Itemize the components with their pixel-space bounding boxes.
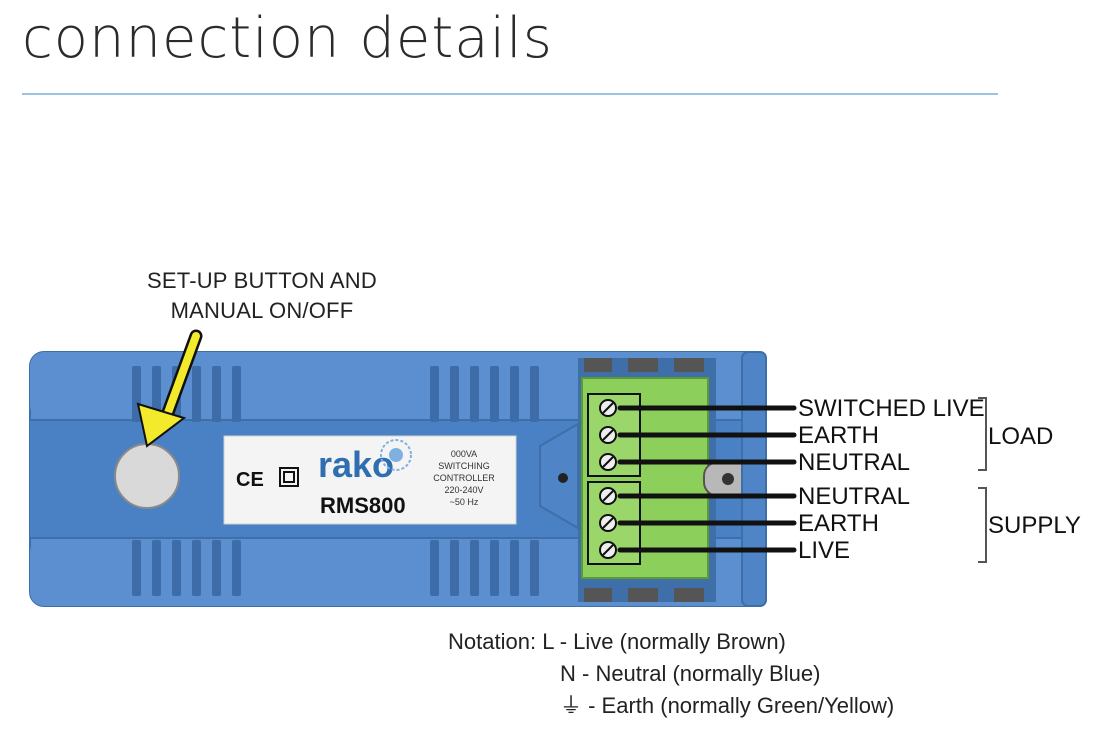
- notation-legend: Notation: L - Live (normally Brown) N - …: [448, 626, 894, 722]
- wire-label-load-neutral: NEUTRAL: [798, 449, 910, 476]
- wire-label-supply-neutral: NEUTRAL: [798, 483, 910, 510]
- brand-logo-icon: [380, 439, 412, 471]
- setup-button[interactable]: [114, 443, 180, 509]
- wire-label-supply-live: LIVE: [798, 537, 850, 564]
- spec-line-1: 000VA: [451, 449, 477, 459]
- load-bracket: [978, 397, 987, 471]
- callout-arrow: [136, 329, 203, 448]
- notation-heading: Notation:: [448, 629, 537, 654]
- notation-neutral: N - Neutral (normally Blue): [560, 661, 821, 686]
- wires: [617, 405, 797, 553]
- group-label-load: LOAD: [988, 423, 1053, 450]
- ce-mark: CE: [236, 469, 264, 491]
- spec-line-5: ~50 Hz: [450, 497, 479, 507]
- notation-earth: ⏚ - Earth (normally Green/Yellow): [560, 693, 895, 718]
- spec-line-2: SWITCHING: [438, 461, 490, 471]
- double-insulation-icon: [279, 467, 299, 487]
- wire-label-load-earth: EARTH: [798, 422, 879, 449]
- callout-line-2: MANUAL ON/OFF: [171, 298, 354, 323]
- model-number: RMS800: [320, 493, 406, 518]
- wire-label-supply-earth: EARTH: [798, 510, 879, 537]
- page-title: connection details: [22, 6, 553, 71]
- supply-bracket: [978, 487, 987, 563]
- notation-row-live: Notation: L - Live (normally Brown): [448, 626, 894, 658]
- product-label: CE rako RMS800 000VA SWITCHING CONTROLLE…: [223, 435, 517, 525]
- callout-line-1: SET-UP BUTTON AND: [147, 268, 377, 293]
- spec-line-3: CONTROLLER: [433, 473, 495, 483]
- spec-line-4: 220-240V: [444, 485, 483, 495]
- group-label-supply: SUPPLY: [988, 512, 1081, 539]
- title-divider: [22, 93, 998, 95]
- wire-label-switched-live: SWITCHED LIVE: [798, 395, 985, 422]
- notation-live: L - Live (normally Brown): [542, 629, 786, 654]
